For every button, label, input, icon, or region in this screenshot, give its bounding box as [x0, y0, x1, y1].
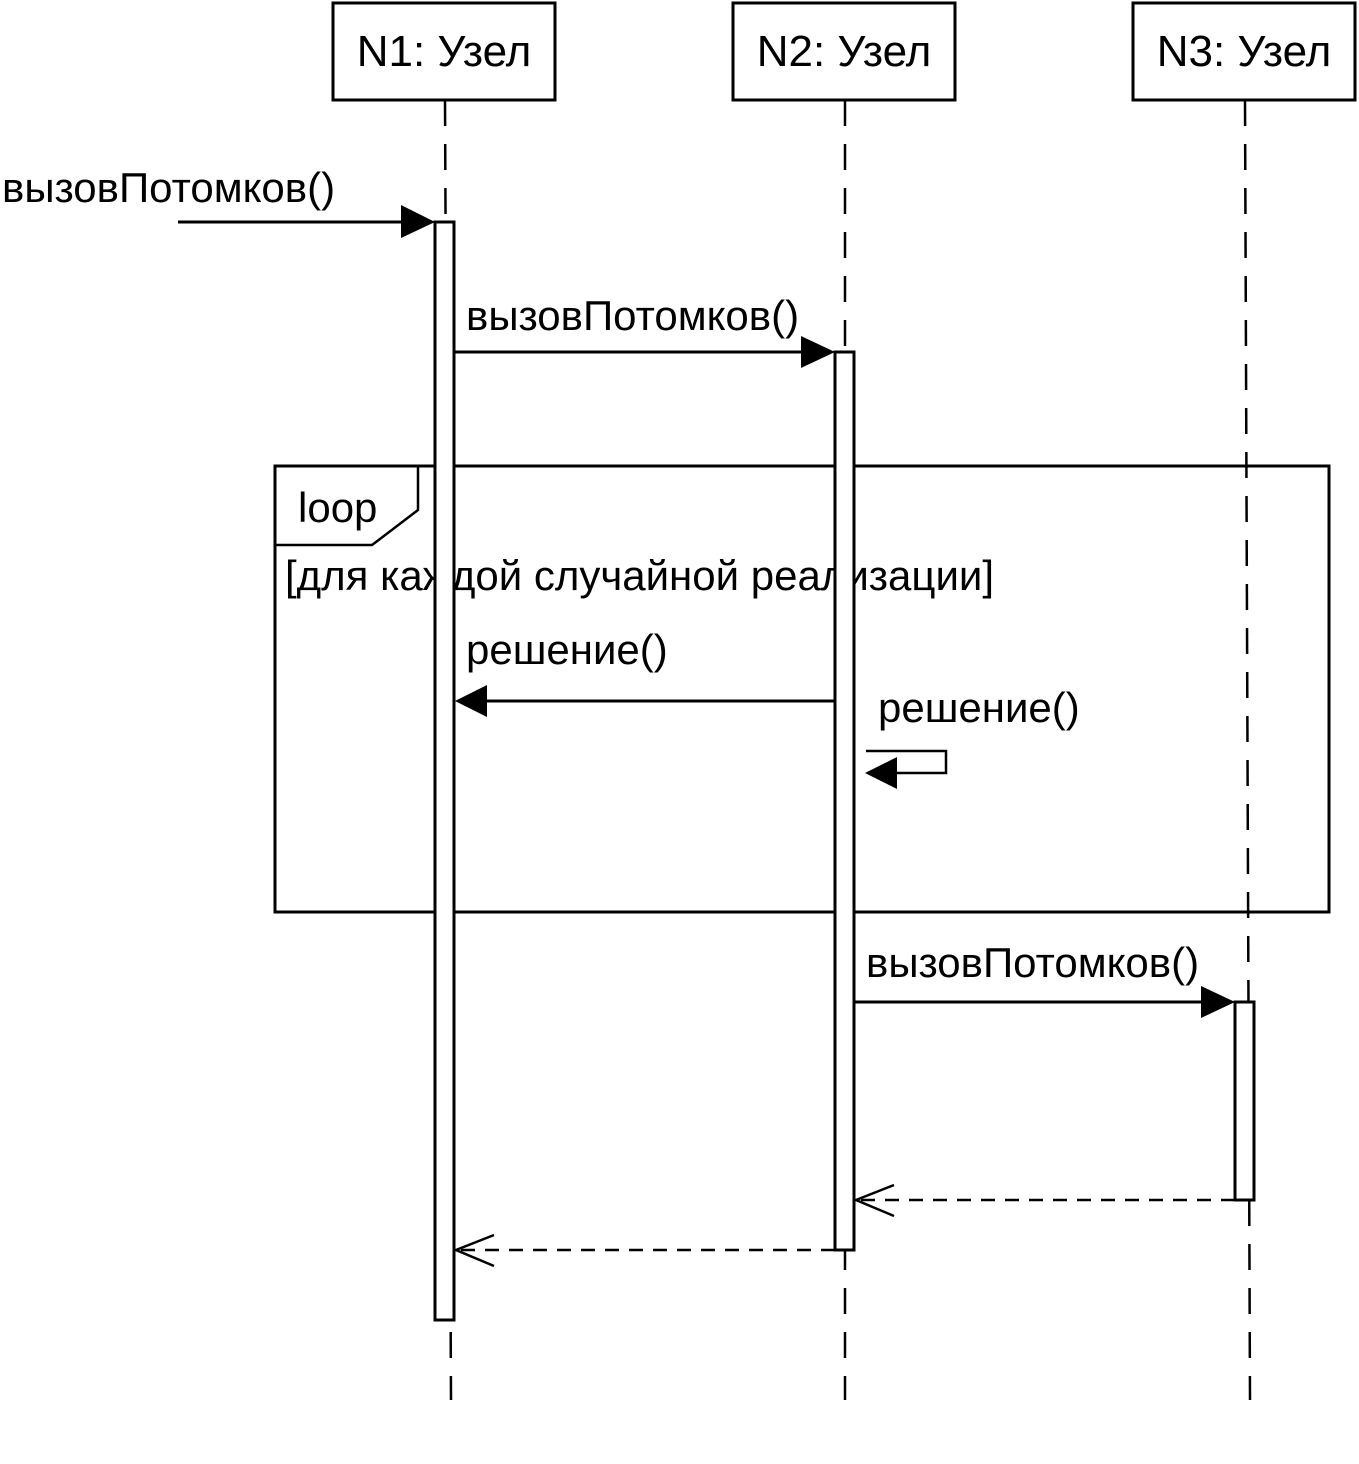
- lifeline-n2-head: [731, 1, 957, 102]
- message-3-label: решение(): [466, 626, 668, 673]
- loop-fragment: [273, 464, 1331, 914]
- message-5-label: вызовПотомков(): [866, 939, 1199, 986]
- message-1-label: вызовПотомков(): [2, 164, 335, 211]
- activation-n2: [833, 350, 856, 1252]
- message-2-arrowhead: [801, 336, 835, 368]
- message-3-arrowhead: [455, 685, 487, 717]
- lifeline-n3-label: N3: Узел: [1157, 27, 1332, 76]
- return-n2-n1-arrowhead: [452, 1233, 495, 1268]
- loop-operator: loop: [298, 484, 377, 531]
- activation-n1: [433, 220, 456, 1322]
- return-n3-n2-arrowhead: [852, 1183, 895, 1218]
- activation-n3: [1233, 1000, 1256, 1202]
- loop-fragment-tag: [275, 466, 420, 547]
- loop-guard: [для каждой случайной реализации]: [285, 552, 994, 599]
- lifeline-n1-head: [331, 1, 557, 102]
- message-5-arrowhead: [1201, 986, 1235, 1018]
- message-4-line: [866, 749, 948, 775]
- message-4-arrowhead: [865, 757, 897, 789]
- lifeline-n1-label: N1: Узел: [357, 27, 532, 76]
- message-1-arrowhead: [401, 205, 435, 238]
- lifeline-n3-line: [1243, 99, 1252, 1401]
- lifeline-n3-head: [1131, 1, 1357, 102]
- message-4-label: решение(): [878, 684, 1080, 731]
- lifeline-n2-label: N2: Узел: [757, 27, 932, 76]
- message-2-label: вызовПотомков(): [466, 292, 799, 339]
